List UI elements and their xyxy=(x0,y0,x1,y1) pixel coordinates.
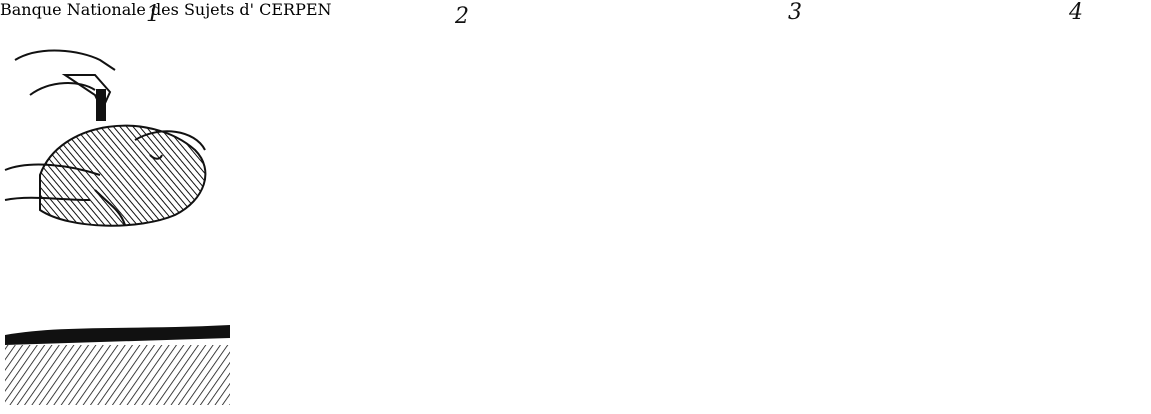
panel-1-skin-block xyxy=(5,325,230,405)
panel-number-2: 2 xyxy=(455,4,469,29)
panel-1-head xyxy=(40,126,205,226)
panel-1-shower xyxy=(65,75,110,120)
panel-number-4: 4 xyxy=(1069,0,1083,25)
panel-number-3: 3 xyxy=(788,0,802,25)
panel-1-illustration xyxy=(5,51,230,405)
panel-number-1: 1 xyxy=(146,2,160,27)
